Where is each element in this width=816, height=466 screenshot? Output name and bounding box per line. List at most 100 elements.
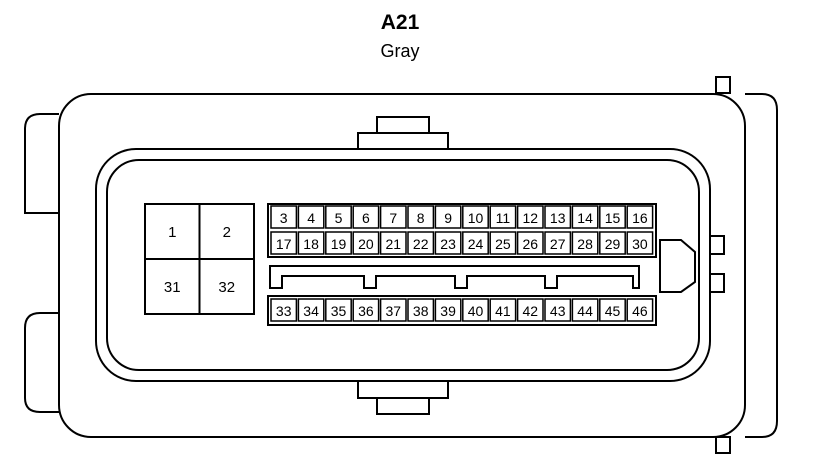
terminal-label-1: 1: [168, 224, 176, 241]
terminal-cell-32: [198, 258, 255, 315]
terminal-cell-28: [571, 231, 599, 255]
connector-id: A21: [380, 11, 420, 34]
terminal-label-32: 32: [218, 279, 235, 296]
terminal-label-33: 33: [276, 303, 292, 319]
terminal-label-17: 17: [276, 236, 292, 252]
terminal-cell-33: [270, 298, 298, 322]
terminal-label-38: 38: [413, 303, 429, 319]
terminal-cell-6: [352, 205, 380, 229]
terminal-cell-16: [626, 205, 654, 229]
top-key-base: [357, 132, 449, 151]
terminal-label-10: 10: [468, 210, 484, 226]
terminal-cell-9: [434, 205, 462, 229]
terminal-label-21: 21: [386, 236, 402, 252]
terminal-label-25: 25: [495, 236, 511, 252]
terminal-label-31: 31: [164, 279, 181, 296]
terminal-cell-17: [270, 231, 298, 255]
terminal-cell-13: [544, 205, 572, 229]
terminal-cell-23: [434, 231, 462, 255]
terminal-cell-12: [516, 205, 544, 229]
terminal-label-19: 19: [331, 236, 347, 252]
terminal-cell-4: [297, 205, 325, 229]
terminal-cell-35: [325, 298, 352, 322]
terminal-cell-36: [352, 298, 380, 322]
terminal-cell-11: [489, 205, 517, 229]
terminal-label-40: 40: [468, 303, 484, 319]
terminal-label-5: 5: [335, 210, 343, 226]
terminal-cell-39: [434, 298, 462, 322]
terminal-label-4: 4: [307, 210, 315, 226]
terminal-label-12: 12: [523, 210, 539, 226]
terminal-label-29: 29: [605, 236, 621, 252]
terminal-cell-15: [599, 205, 626, 229]
terminal-cell-34: [297, 298, 325, 322]
terminal-cell-44: [571, 298, 599, 322]
terminal-label-23: 23: [440, 236, 456, 252]
right-clip-bump-bottom: [709, 273, 725, 293]
terminal-label-2: 2: [223, 224, 231, 241]
terminal-cell-27: [544, 231, 572, 255]
terminal-label-34: 34: [303, 303, 319, 319]
terminal-cell-46: [626, 298, 654, 322]
terminal-cell-37: [379, 298, 407, 322]
terminal-label-18: 18: [303, 236, 319, 252]
right-latch: [745, 93, 778, 438]
terminal-label-16: 16: [632, 210, 648, 226]
terminal-cell-7: [379, 205, 407, 229]
terminal-label-45: 45: [605, 303, 621, 319]
terminal-label-15: 15: [605, 210, 621, 226]
bottom-key-base: [357, 380, 449, 399]
terminal-label-44: 44: [577, 303, 593, 319]
bottom-key: [376, 397, 430, 415]
terminal-label-14: 14: [577, 210, 593, 226]
terminal-label-28: 28: [577, 236, 593, 252]
terminal-label-9: 9: [444, 210, 452, 226]
terminal-label-43: 43: [550, 303, 566, 319]
terminal-cell-43: [544, 298, 572, 322]
terminal-cell-40: [462, 298, 489, 322]
terminal-label-27: 27: [550, 236, 566, 252]
terminal-cell-29: [599, 231, 626, 255]
terminal-label-46: 46: [632, 303, 648, 319]
terminal-label-20: 20: [358, 236, 374, 252]
terminal-label-3: 3: [280, 210, 288, 226]
terminal-cell-3: [270, 205, 298, 229]
terminal-cell-26: [516, 231, 544, 255]
terminal-label-6: 6: [362, 210, 370, 226]
terminal-label-30: 30: [632, 236, 648, 252]
terminal-label-7: 7: [389, 210, 397, 226]
terminal-cell-21: [379, 231, 407, 255]
terminal-cell-42: [516, 298, 544, 322]
terminal-cell-14: [571, 205, 599, 229]
right-clip-bump-top: [709, 235, 725, 255]
terminal-label-42: 42: [523, 303, 539, 319]
terminal-cell-22: [407, 231, 435, 255]
terminal-cell-25: [489, 231, 517, 255]
right-bottom-tab: [715, 436, 731, 454]
top-key: [376, 116, 430, 134]
terminal-cell-19: [325, 231, 352, 255]
terminal-label-24: 24: [468, 236, 484, 252]
terminal-label-13: 13: [550, 210, 566, 226]
terminal-cell-10: [462, 205, 489, 229]
terminal-cell-45: [599, 298, 626, 322]
terminal-cell-24: [462, 231, 489, 255]
left-latch: [24, 113, 59, 214]
terminal-cell-41: [489, 298, 517, 322]
terminal-label-37: 37: [386, 303, 402, 319]
terminal-label-11: 11: [496, 210, 511, 226]
terminal-cell-30: [626, 231, 654, 255]
terminal-cell-18: [297, 231, 325, 255]
terminal-cell-20: [352, 231, 380, 255]
left-latch-lower: [24, 312, 59, 413]
terminal-label-22: 22: [413, 236, 429, 252]
terminal-label-35: 35: [331, 303, 347, 319]
terminal-label-8: 8: [417, 210, 425, 226]
guide-rail: [269, 265, 640, 289]
right-clip: [659, 239, 696, 293]
terminal-label-26: 26: [523, 236, 539, 252]
terminal-label-39: 39: [440, 303, 456, 319]
terminal-label-36: 36: [358, 303, 374, 319]
